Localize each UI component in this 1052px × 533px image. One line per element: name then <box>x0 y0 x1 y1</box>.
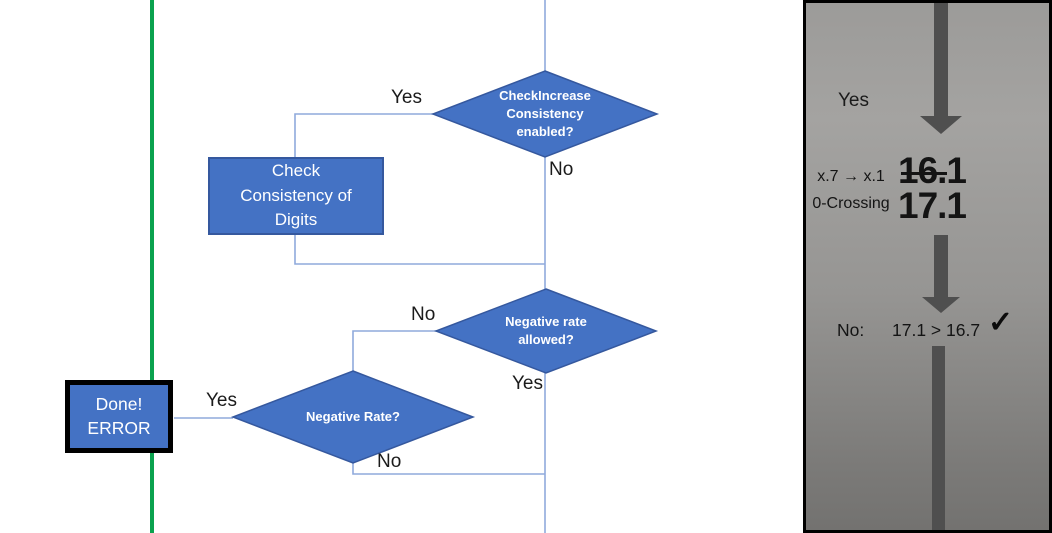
done-error-line1: Done! <box>95 393 143 414</box>
panel-result-comparison: 17.1 > 16.7 <box>892 320 981 340</box>
label-d1-no: No <box>549 159 574 180</box>
annotation-panel: Yes x.7 → x.1 0-Crossing 16.1 17.1 No: 1… <box>803 0 1052 533</box>
panel-old-value: 16.1 <box>898 150 967 191</box>
label-d3-yes: Yes <box>206 390 237 411</box>
down-arrow-2-head-icon <box>922 297 960 313</box>
decision-diamonds <box>230 70 660 464</box>
diamond-negative-rate <box>230 370 476 464</box>
down-arrow-1-head-icon <box>920 116 962 134</box>
connector-d1-yes <box>294 113 436 158</box>
panel-rule-line1: x.7 → x.1 <box>817 168 885 185</box>
connector-d3-no <box>352 462 545 475</box>
checkmark-icon: ✓ <box>988 306 1014 339</box>
panel-yes-label: Yes <box>838 90 869 111</box>
label-d2-no: No <box>411 304 436 325</box>
label-d2-yes: Yes <box>512 373 543 394</box>
down-arrow-3-shaft <box>932 346 945 530</box>
panel-new-value: 17.1 <box>898 185 967 226</box>
label-d1-yes: Yes <box>391 87 422 108</box>
diamond-negative-allowed <box>433 288 659 374</box>
connector-rect-return <box>294 233 545 265</box>
down-arrow-2-shaft <box>934 235 948 297</box>
diamond-check-increase <box>430 70 660 158</box>
label-d3-no: No <box>377 451 402 472</box>
panel-result-no-label: No: <box>837 320 865 340</box>
done-error-line2: ERROR <box>87 417 151 438</box>
process-check-consistency-label: Check Consistency of Digits <box>240 161 352 230</box>
panel-rule-line2: 0-Crossing <box>812 195 890 212</box>
connector-d2-no <box>352 330 437 372</box>
done-error-box: Done! ERROR <box>65 380 173 453</box>
panel-values: 16.1 17.1 <box>898 150 967 226</box>
process-check-consistency: Check Consistency of Digits <box>208 157 384 235</box>
strikethrough-line <box>901 172 947 175</box>
down-arrow-1-shaft <box>934 3 948 116</box>
panel-rule-text: x.7 → x.1 0-Crossing <box>806 163 896 217</box>
